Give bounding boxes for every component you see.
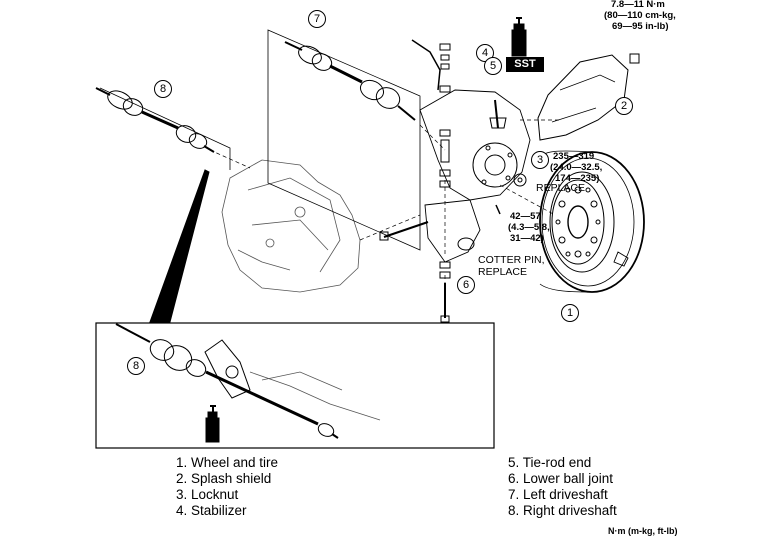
legend-item-4: 4. Stabilizer [176, 503, 247, 518]
callout-8-detail: 8 [127, 357, 145, 375]
callout-5: 5 [484, 57, 502, 75]
legend-item-3: 3. Locknut [176, 487, 239, 502]
legend-item-5: 5. Tie-rod end [508, 455, 592, 470]
callout-7: 7 [308, 10, 326, 28]
callout-1: 1 [561, 304, 579, 322]
torque-locknut-line2: (24.0—32.5, [550, 162, 603, 173]
torque-locknut-line3: 174—235) [555, 173, 600, 184]
splash-shield [537, 53, 640, 141]
legend-right: 5. Tie-rod end 6. Lower ball joint 7. Le… [508, 455, 617, 519]
grease-can-detail [205, 405, 220, 443]
replace-locknut-label: REPLACE [536, 182, 586, 194]
detail-callout-wedge [149, 169, 210, 323]
left-driveshaft [267, 29, 421, 251]
sst-label: SST [506, 57, 544, 72]
torque-tierod-line2: (4.3—5.8, [508, 222, 550, 233]
callout-3: 3 [531, 151, 549, 169]
detail-inset-box [95, 322, 495, 449]
legend-item-7: 7. Left driveshaft [508, 487, 608, 502]
callout-6: 6 [457, 276, 475, 294]
cotter-pin-label-line2: REPLACE [478, 266, 528, 278]
wheel-and-tire [539, 150, 645, 293]
legend-item-8: 8. Right driveshaft [508, 503, 617, 518]
callout-2: 2 [615, 97, 633, 115]
torque-top-line1: 7.8—11 N·m [611, 0, 665, 10]
torque-top-line2: (80—110 cm-kg, [604, 10, 676, 21]
grease-can-top [511, 17, 527, 57]
units-label: N·m (m-kg, ft-lb) [608, 526, 678, 536]
torque-locknut-line1: 235—319 [553, 151, 595, 162]
detail-right-driveshaft [115, 323, 381, 439]
legend-item-1: 1. Wheel and tire [176, 455, 279, 470]
legend-item-6: 6. Lower ball joint [508, 471, 614, 486]
legend-item-2: 2. Splash shield [176, 471, 272, 486]
torque-tierod-line1: 42—57 [510, 211, 541, 222]
cotter-pin-label-line1: COTTER PIN, [478, 254, 545, 266]
right-driveshaft [95, 87, 231, 170]
legend-left: 1. Wheel and tire 2. Splash shield 3. Lo… [176, 455, 278, 519]
stabilizer [411, 39, 451, 188]
transaxle-outline [221, 159, 361, 293]
steering-knuckle [419, 89, 531, 215]
torque-top-line3: 69—95 in-lb) [612, 21, 669, 32]
lower-arm [379, 199, 481, 323]
torque-tierod-line3: 31—42) [510, 233, 544, 244]
callout-8: 8 [154, 80, 172, 98]
